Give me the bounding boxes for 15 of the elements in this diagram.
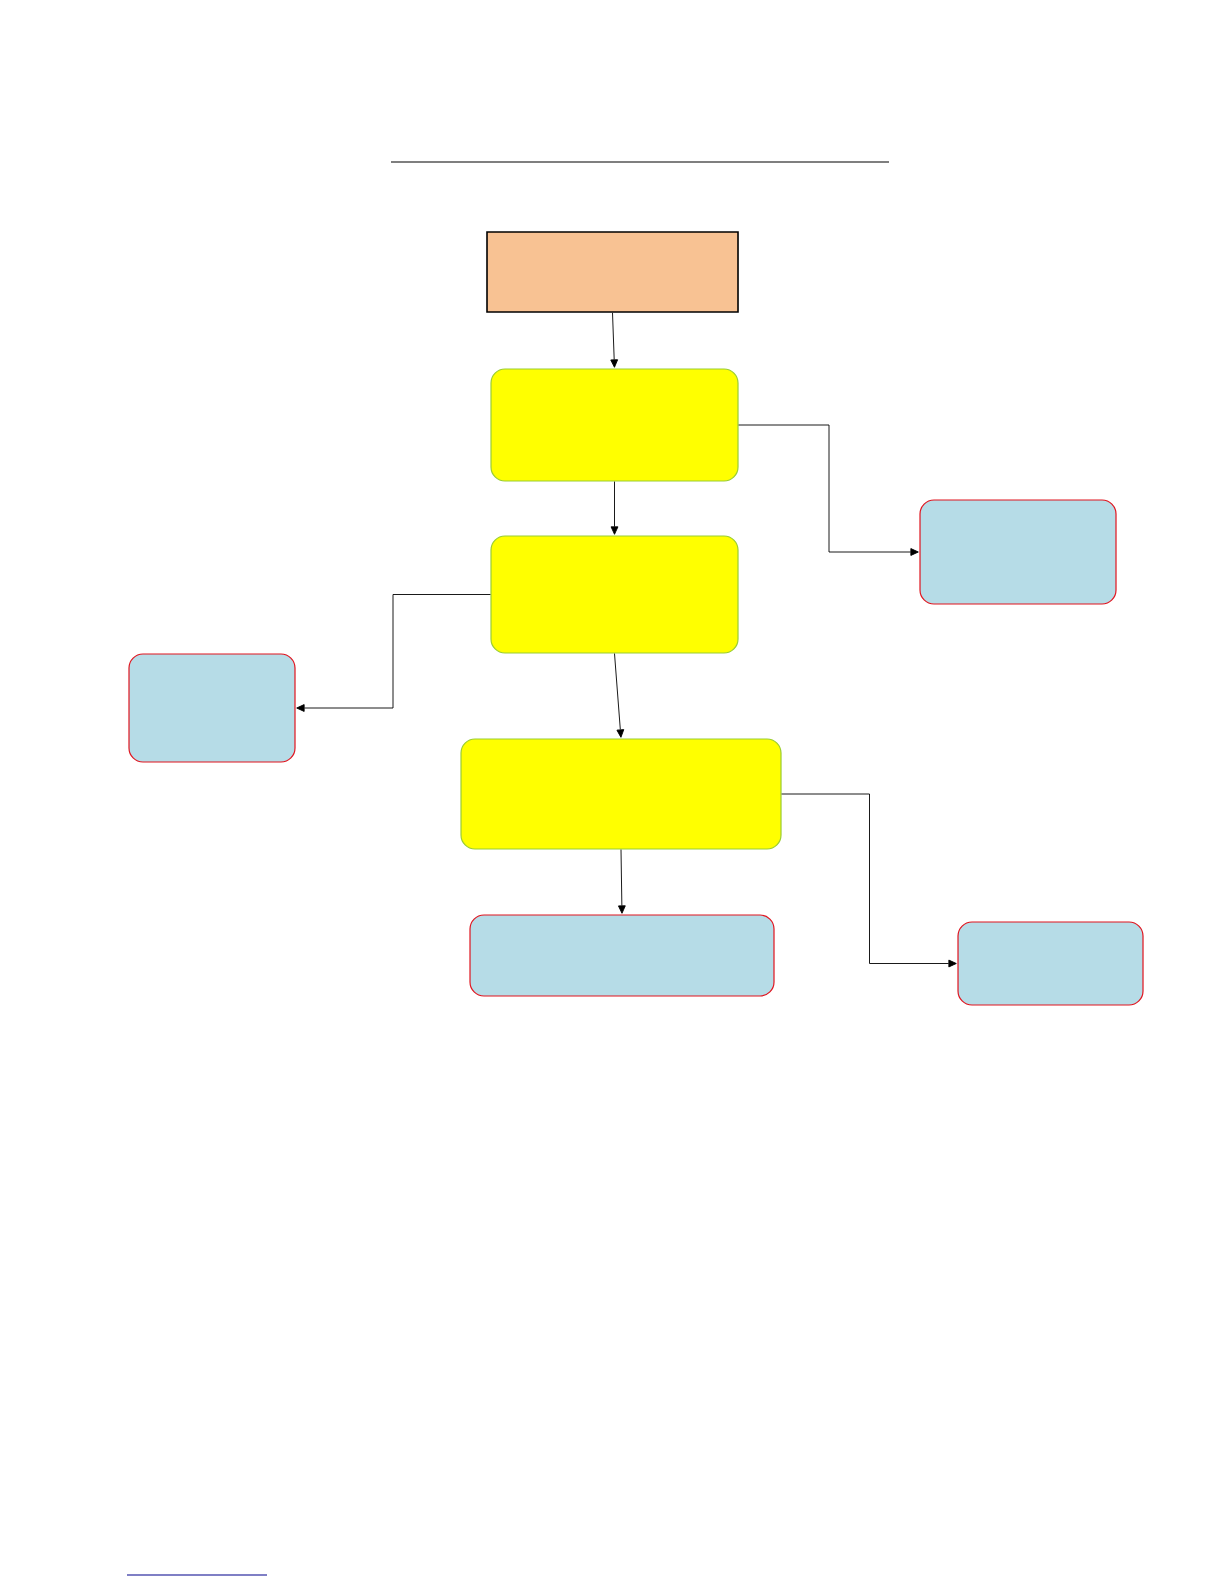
process-box	[919, 499, 1117, 605]
arrow	[296, 594, 491, 712]
start-box	[486, 231, 739, 313]
arrow	[781, 793, 957, 968]
arrow	[610, 312, 619, 368]
process-box	[128, 653, 296, 763]
process-box	[469, 914, 775, 997]
arrow	[618, 849, 626, 914]
arrow	[614, 653, 625, 738]
process-box	[490, 535, 739, 654]
process-box	[460, 738, 782, 850]
process-box	[957, 921, 1144, 1006]
arrow	[610, 481, 619, 535]
process-box	[490, 368, 739, 482]
arrow	[738, 424, 919, 556]
